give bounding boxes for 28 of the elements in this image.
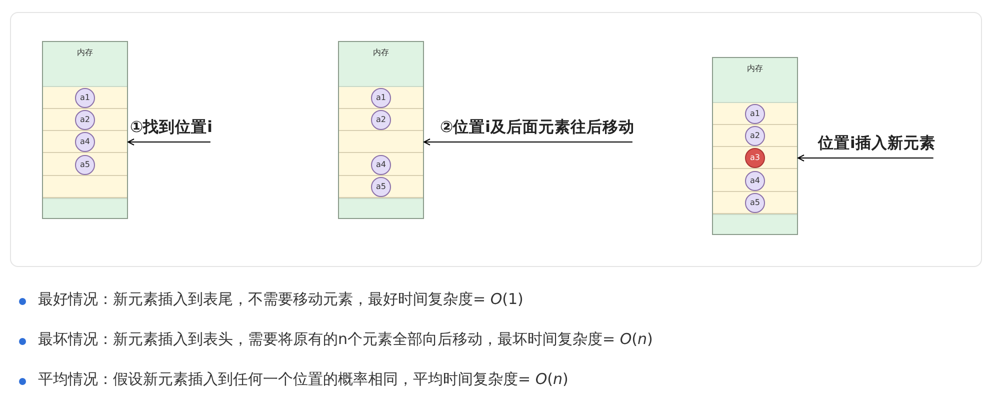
bullet-text: 最坏情况：新元素插入到表头，需要将原有的n个元素全部向后移动，最坏时间复杂度= O(n) <box>38 330 653 349</box>
arrow <box>798 154 934 162</box>
memory-block <box>338 41 424 220</box>
element-circle: a4 <box>371 154 391 174</box>
element-circle: a5 <box>75 154 95 174</box>
memory-block <box>42 41 128 220</box>
step-label: ②位置i及后面元素往后移动 <box>440 117 634 138</box>
memory-header: 内存 <box>713 58 797 81</box>
memory-header: 内存 <box>339 42 423 65</box>
element-circle: a4 <box>745 170 765 190</box>
inserted-element-circle: a3 <box>745 148 765 168</box>
element-circle: a4 <box>75 132 95 152</box>
memory-block <box>712 57 798 236</box>
element-circle: a5 <box>371 176 391 197</box>
element-circle: a2 <box>371 110 391 130</box>
arrow <box>128 138 211 146</box>
memory-header: 内存 <box>43 42 127 65</box>
arrow <box>424 138 633 146</box>
element-circle: a1 <box>371 88 391 108</box>
bullet-text: 平均情况：假设新元素插入到任何一个位置的概率相同，平均时间复杂度= O(n) <box>38 370 568 389</box>
element-circle: a2 <box>745 126 765 146</box>
element-circle: a1 <box>75 88 95 108</box>
step-label: 位置i插入新元素 <box>818 133 936 154</box>
element-circle: a5 <box>745 192 765 213</box>
element-circle: a1 <box>745 104 765 124</box>
bullet-text: 最好情况：新元素插入到表尾，不需要移动元素，最好时间复杂度= O(1) <box>38 290 524 309</box>
element-circle: a2 <box>75 110 95 130</box>
step-label: ①找到位置i <box>130 117 212 138</box>
